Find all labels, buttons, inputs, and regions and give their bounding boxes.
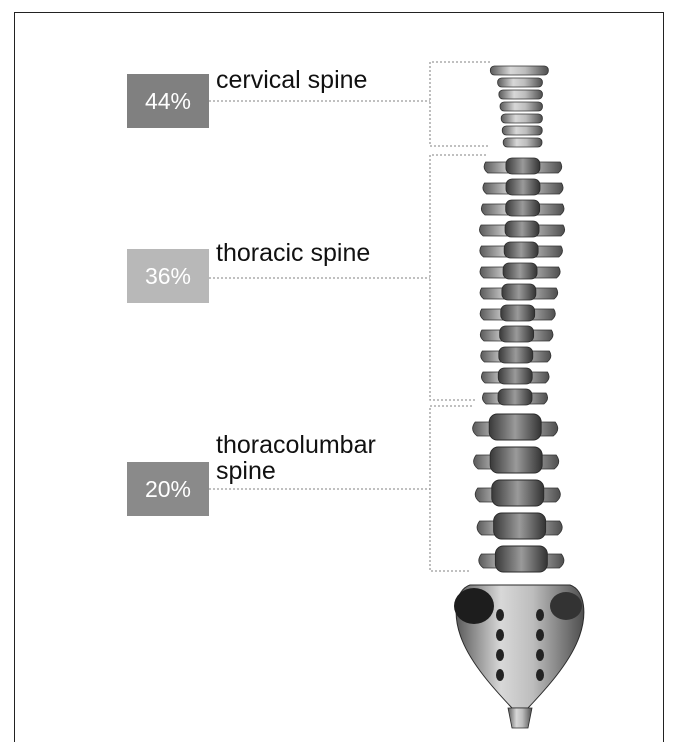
- thoracic-spine-label: thoracic spine: [216, 241, 370, 267]
- spine-illustration-icon: [454, 66, 584, 728]
- thoracic-connector: [209, 155, 486, 400]
- thoracic-percent-badge: 36%: [127, 249, 209, 303]
- cervical-percent-badge: 44%: [127, 74, 209, 128]
- thoracolumbar-label-line1: thoracolumbar: [216, 433, 376, 459]
- thoracolumbar-spine-label: thoracolumbar spine: [216, 433, 376, 484]
- thoracolumbar-label-line2: spine: [216, 459, 376, 485]
- thoracolumbar-percent-badge: 20%: [127, 462, 209, 516]
- cervical-spine-label: cervical spine: [216, 68, 367, 94]
